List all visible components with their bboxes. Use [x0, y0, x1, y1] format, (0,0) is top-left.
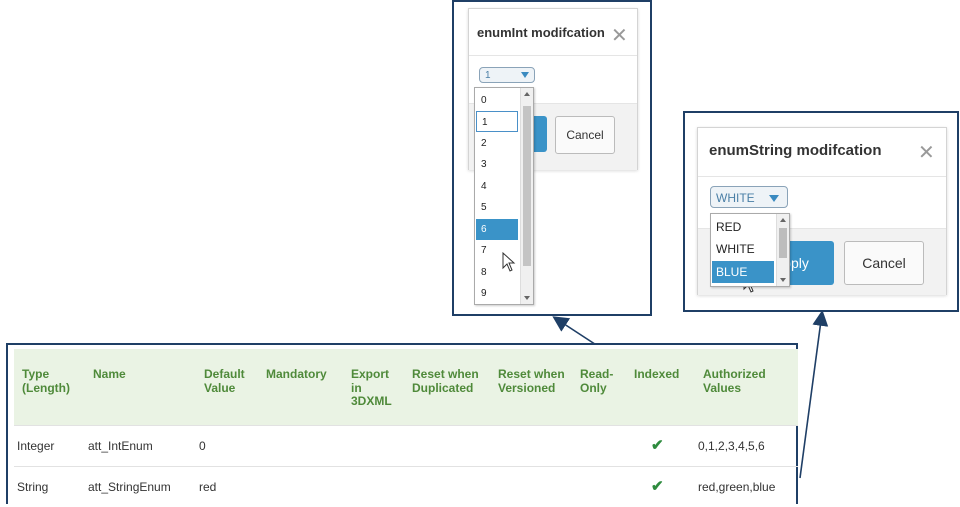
cancel-button[interactable]: Cancel	[844, 241, 924, 285]
scroll-up-icon[interactable]	[780, 218, 786, 222]
option-3[interactable]: 3	[481, 159, 487, 170]
callout-enumint-dialog: enumInt modifcation ✕ 1 Cancel 0 1 2 3 4…	[452, 0, 652, 316]
select-value: 1	[485, 70, 491, 81]
indexed-check-icon: ✔	[651, 437, 664, 454]
header-read-only[interactable]: Read-Only	[580, 367, 614, 395]
cancel-button[interactable]: Cancel	[555, 116, 615, 154]
cell-default-value: 0	[199, 439, 206, 453]
scrollbar-thumb[interactable]	[523, 106, 531, 266]
header-name[interactable]: Name	[93, 367, 126, 381]
cell-authorized-values: red,green,blue	[698, 480, 776, 494]
callout-enumstring-dialog: enumString modifcation ✕ WHITE pply Canc…	[683, 111, 959, 312]
table-row[interactable]: Integer att_IntEnum 0 ✔ 0,1,2,3,4,5,6	[14, 425, 798, 466]
table-row[interactable]: String att_StringEnum red ✔ red,green,bl…	[14, 466, 798, 507]
enumstring-select[interactable]: WHITE	[710, 186, 788, 208]
enumstring-dropdown-list[interactable]: RED WHITE BLUE	[710, 213, 790, 287]
chevron-down-icon	[521, 72, 529, 78]
enumstring-modal: enumString modifcation ✕ WHITE pply Canc…	[697, 127, 947, 295]
cell-authorized-values: 0,1,2,3,4,5,6	[698, 439, 765, 453]
option-2[interactable]: 2	[481, 138, 487, 149]
chevron-down-icon	[769, 195, 779, 202]
dropdown-scrollbar[interactable]	[520, 88, 533, 304]
option-white[interactable]: WHITE	[716, 242, 755, 256]
attributes-table-panel: Type (Length) Name Default Value Mandato…	[6, 343, 798, 504]
table-header-row: Type (Length) Name Default Value Mandato…	[14, 349, 798, 425]
scroll-up-icon[interactable]	[524, 92, 530, 96]
header-reset-duplicated[interactable]: Reset when Duplicated	[412, 367, 479, 395]
option-8[interactable]: 8	[481, 267, 487, 278]
option-1[interactable]: 1	[476, 111, 518, 132]
dropdown-scrollbar[interactable]	[776, 214, 789, 286]
connector-string-arrow	[799, 309, 829, 479]
header-indexed[interactable]: Indexed	[634, 367, 680, 381]
scrollbar-thumb[interactable]	[779, 228, 787, 258]
modal-title: enumString modifcation	[709, 142, 882, 159]
close-icon[interactable]: ✕	[611, 25, 628, 47]
cell-type: String	[17, 480, 49, 494]
header-divider	[698, 176, 946, 177]
enumint-dropdown-list[interactable]: 0 1 2 3 4 5 6 7 8 9	[474, 87, 534, 305]
header-mandatory[interactable]: Mandatory	[266, 367, 327, 381]
option-7[interactable]: 7	[481, 245, 487, 256]
option-5[interactable]: 5	[481, 202, 487, 213]
mouse-cursor-icon	[502, 252, 516, 272]
modal-title: enumInt modifcation	[477, 25, 605, 40]
header-reset-versioned[interactable]: Reset when Versioned	[498, 367, 565, 395]
enumint-select[interactable]: 1	[479, 67, 535, 83]
header-authorized-values[interactable]: Authorized Values	[703, 367, 766, 395]
option-9[interactable]: 9	[481, 288, 487, 299]
option-6[interactable]: 6	[476, 219, 518, 240]
option-4[interactable]: 4	[481, 181, 487, 192]
option-0[interactable]: 0	[481, 95, 487, 106]
header-export-3dxml[interactable]: Export in 3DXML	[351, 367, 392, 408]
option-red[interactable]: RED	[716, 220, 742, 234]
close-icon[interactable]: ✕	[918, 142, 935, 164]
header-divider	[469, 55, 637, 56]
header-default-value[interactable]: Default Value	[204, 367, 245, 395]
cell-type: Integer	[17, 439, 55, 453]
apply-button[interactable]	[531, 116, 547, 152]
cell-default-value: red	[199, 480, 217, 494]
scroll-down-icon[interactable]	[780, 278, 786, 282]
scroll-down-icon[interactable]	[524, 296, 530, 300]
select-value: WHITE	[716, 191, 755, 205]
option-blue[interactable]: BLUE	[712, 261, 774, 283]
cell-name: att_IntEnum	[88, 439, 153, 453]
cell-name: att_StringEnum	[88, 480, 171, 494]
header-type[interactable]: Type (Length)	[22, 367, 70, 395]
indexed-check-icon: ✔	[651, 478, 664, 495]
